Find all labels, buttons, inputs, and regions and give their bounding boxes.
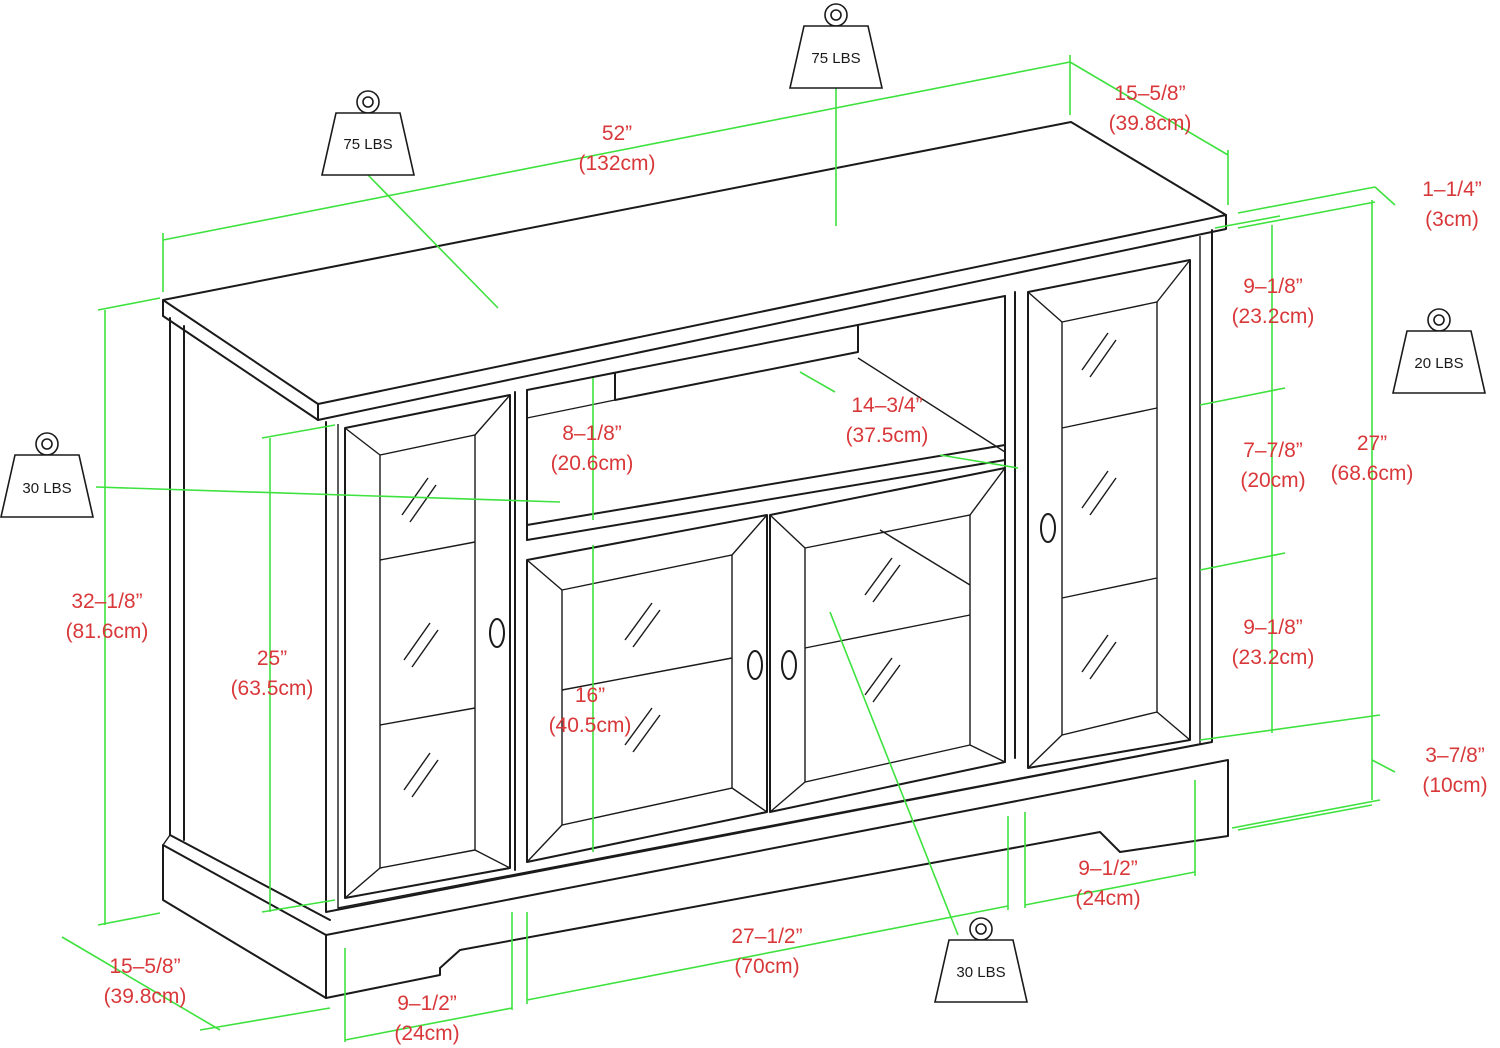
- left-door-knob: [489, 618, 505, 648]
- svg-text:(39.8cm): (39.8cm): [1109, 112, 1192, 135]
- center-glass-doors: [526, 467, 1006, 863]
- right-glass-door: [1027, 259, 1191, 769]
- svg-text:1–1/4”: 1–1/4”: [1422, 178, 1482, 201]
- svg-text:(20cm): (20cm): [1240, 469, 1305, 492]
- svg-text:(10cm): (10cm): [1422, 774, 1487, 797]
- svg-text:(23.2cm): (23.2cm): [1232, 305, 1315, 328]
- svg-text:(68.6cm): (68.6cm): [1331, 462, 1414, 485]
- svg-text:14–3/4”: 14–3/4”: [851, 394, 922, 417]
- svg-text:(63.5cm): (63.5cm): [231, 677, 314, 700]
- weight-icon: [933, 939, 1029, 1003]
- svg-text:(37.5cm): (37.5cm): [846, 424, 929, 447]
- svg-text:9–1/8”: 9–1/8”: [1243, 275, 1303, 298]
- center-open-shelf: [514, 291, 1016, 871]
- svg-text:(70cm): (70cm): [734, 955, 799, 978]
- top-edge: [162, 214, 1227, 421]
- svg-text:27–1/2”: 27–1/2”: [731, 925, 802, 948]
- weight-icon: [0, 454, 95, 518]
- weight-right-upper: 20 LBS: [1391, 308, 1487, 394]
- weight-icon: [788, 25, 884, 89]
- dimension-lines: [61, 55, 1396, 1042]
- center-right-knob: [781, 650, 797, 680]
- svg-text:(20.6cm): (20.6cm): [551, 452, 634, 475]
- svg-text:9–1/2”: 9–1/2”: [1078, 857, 1138, 880]
- svg-text:15–5/8”: 15–5/8”: [1114, 82, 1185, 105]
- weight-icon: [1391, 330, 1487, 394]
- svg-text:(81.6cm): (81.6cm): [66, 620, 149, 643]
- dim-total-height: 27” (68.6cm): [1331, 432, 1414, 485]
- weight-label: 30 LBS: [22, 480, 71, 497]
- weight-label: 75 LBS: [811, 50, 860, 67]
- center-left-knob: [747, 650, 763, 680]
- dim-depth-top: 15–5/8” (39.8cm): [1109, 82, 1192, 135]
- dim-center-door: 16” (40.5cm): [549, 684, 632, 737]
- svg-text:(40.5cm): (40.5cm): [549, 714, 632, 737]
- dim-shelf-middle: 7–7/8” (20cm): [1240, 439, 1305, 492]
- svg-text:32–1/8”: 32–1/8”: [71, 590, 142, 613]
- dim-depth-bottom: 15–5/8” (39.8cm): [104, 955, 187, 1008]
- svg-text:25”: 25”: [257, 647, 287, 670]
- svg-text:27”: 27”: [1357, 432, 1387, 455]
- dim-width: 52” (132cm): [578, 122, 655, 175]
- svg-text:(132cm): (132cm): [578, 152, 655, 175]
- svg-text:3–7/8”: 3–7/8”: [1425, 744, 1485, 767]
- tv-stand-drawing: [162, 121, 1229, 999]
- svg-text:7–7/8”: 7–7/8”: [1243, 439, 1303, 462]
- weight-top-center: 75 LBS: [788, 3, 884, 89]
- dim-shelf-upper: 9–1/8” (23.2cm): [1232, 275, 1315, 328]
- right-door-knob: [1040, 513, 1056, 543]
- base-plinth: [162, 759, 1229, 999]
- dim-base-height: 3–7/8” (10cm): [1422, 744, 1487, 797]
- weight-icon: [320, 112, 416, 176]
- weight-left-middle: 30 LBS: [0, 432, 95, 518]
- svg-text:(24cm): (24cm): [394, 1022, 459, 1045]
- dim-side-height: 32–1/8” (81.6cm): [66, 590, 149, 643]
- svg-text:15–5/8”: 15–5/8”: [109, 955, 180, 978]
- dim-open-height: 8–1/8” (20.6cm): [551, 422, 634, 475]
- dim-top-thickness: 1–1/4” (3cm): [1422, 178, 1482, 231]
- dim-open-width: 14–3/4” (37.5cm): [846, 394, 929, 447]
- svg-text:8–1/8”: 8–1/8”: [562, 422, 622, 445]
- dimension-labels: 52” (132cm) 15–5/8” (39.8cm) 1–1/4” (3cm…: [66, 82, 1488, 1045]
- weight-label: 30 LBS: [956, 964, 1005, 981]
- left-glass-door: [344, 394, 511, 899]
- weight-label: 20 LBS: [1414, 355, 1463, 372]
- svg-text:(3cm): (3cm): [1425, 208, 1479, 231]
- dim-inner-height: 25” (63.5cm): [231, 647, 314, 700]
- svg-text:16”: 16”: [575, 684, 605, 707]
- weight-bottom-center: 30 LBS: [933, 917, 1029, 1003]
- dim-center-width: 27–1/2” (70cm): [731, 925, 802, 978]
- weight-label: 75 LBS: [343, 136, 392, 153]
- svg-text:52”: 52”: [602, 122, 632, 145]
- svg-text:9–1/2”: 9–1/2”: [397, 992, 457, 1015]
- svg-text:(23.2cm): (23.2cm): [1232, 646, 1315, 669]
- dim-side-door-left: 9–1/2” (24cm): [394, 992, 459, 1045]
- weight-top-left: 75 LBS: [320, 90, 416, 176]
- svg-text:(24cm): (24cm): [1075, 887, 1140, 910]
- svg-text:9–1/8”: 9–1/8”: [1243, 616, 1303, 639]
- svg-text:(39.8cm): (39.8cm): [104, 985, 187, 1008]
- dim-side-door-right: 9–1/2” (24cm): [1075, 857, 1140, 910]
- dim-shelf-lower: 9–1/8” (23.2cm): [1232, 616, 1315, 669]
